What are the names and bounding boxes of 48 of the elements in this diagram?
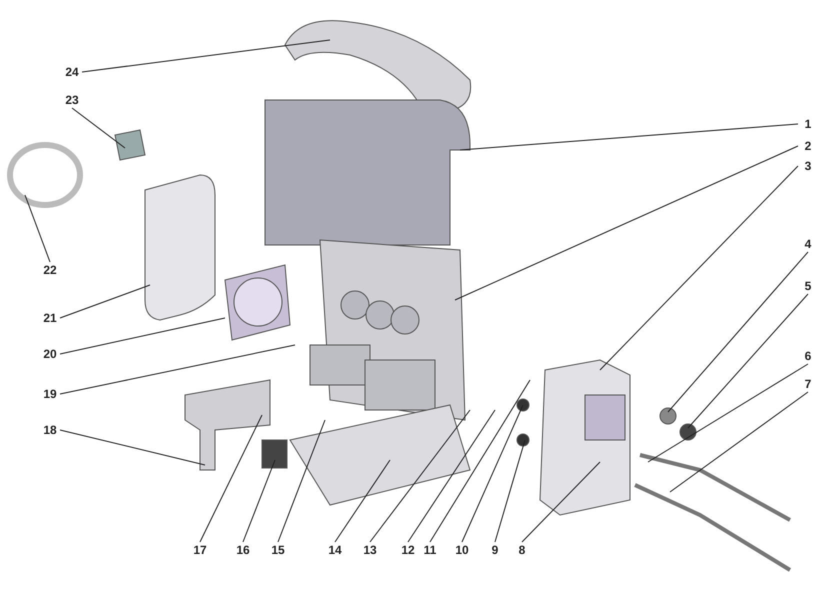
leader-line [242,460,276,542]
callout-number: 1 [798,116,818,132]
leader-line [60,284,150,318]
callout-number: 16 [233,542,253,558]
callout-number: 23 [62,92,82,108]
callout-number: 18 [40,422,60,438]
callout-number: 20 [40,346,60,362]
leader-line [600,166,798,370]
leader-line [370,410,470,542]
leader-line [460,124,798,150]
leader-line [668,252,808,412]
callout-number: 12 [398,542,418,558]
callout-number: 17 [190,542,210,558]
callout-number: 11 [420,542,440,558]
callout-number: 8 [512,542,532,558]
callout-number: 3 [798,158,818,174]
callout-number: 4 [798,236,818,252]
leader-line [278,420,326,542]
callout-number: 24 [62,64,82,80]
callout-number: 9 [485,542,505,558]
callout-number: 13 [360,542,380,558]
leader-line [24,194,50,262]
leader-line [648,364,808,462]
leader-line [60,318,226,354]
leader-line [60,430,206,466]
callout-number: 10 [452,542,472,558]
leader-line [670,392,808,492]
leader-line [454,146,798,300]
leader-line [522,462,600,542]
leader-line [462,404,524,542]
leader-line [408,410,496,542]
callout-number: 21 [40,310,60,326]
callout-number: 14 [325,542,345,558]
callout-number: 15 [268,542,288,558]
callout-number: 7 [798,376,818,392]
leader-line [430,380,530,542]
callout-number: 22 [40,262,60,278]
leader-line [688,294,808,428]
callout-number: 5 [798,278,818,294]
leader-line [60,344,296,394]
leader-line [494,440,526,542]
callout-number: 6 [798,348,818,364]
callout-number: 19 [40,386,60,402]
leader-line [72,108,126,148]
leader-line [334,460,390,542]
leader-line [200,414,262,542]
callout-number: 2 [798,138,818,154]
leader-line [82,40,330,72]
